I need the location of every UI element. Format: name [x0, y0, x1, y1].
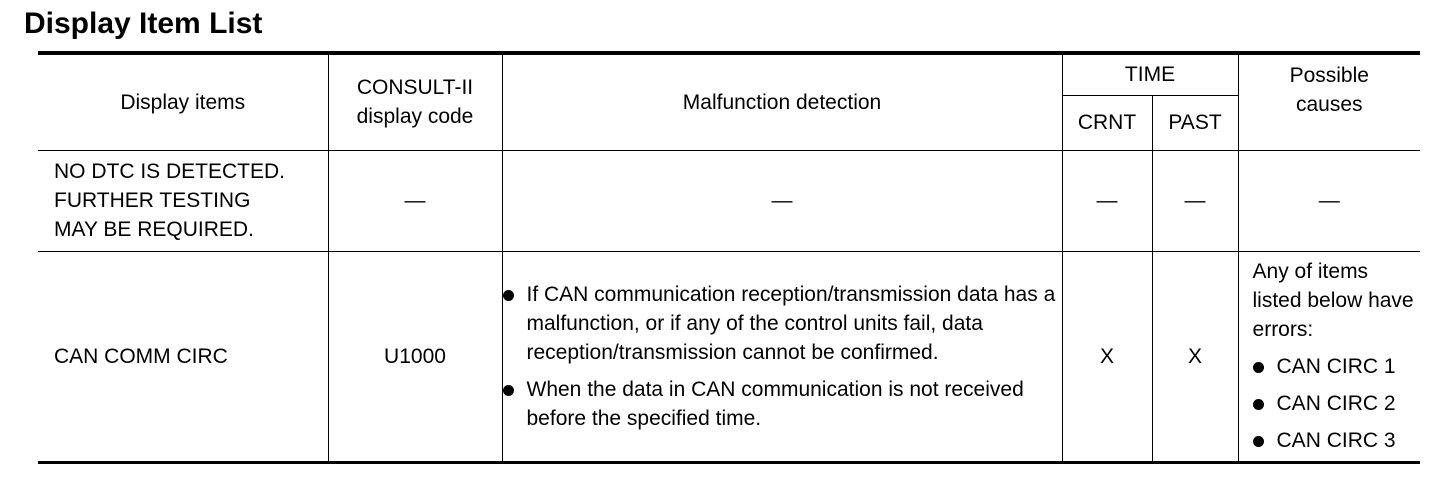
page-title: Display Item List	[24, 7, 263, 40]
header-causes-line1: Possible	[1289, 64, 1369, 87]
malfunction-list: If CAN communication reception/transmiss…	[502, 280, 1062, 433]
cell-malfunction: If CAN communication reception/transmiss…	[501, 251, 1063, 464]
display-item-line: MAY BE REQUIRED.	[54, 218, 254, 241]
display-item-line: NO DTC IS DETECTED.	[54, 160, 286, 183]
header-display-items: Display items	[38, 51, 329, 151]
malfunction-item: When the data in CAN communication is no…	[502, 375, 1062, 433]
cell-code: —	[327, 150, 503, 252]
header-consult-line2: display code	[356, 105, 474, 129]
cell-past: X	[1151, 251, 1239, 464]
header-consult-line1: CONSULT-II	[356, 76, 474, 100]
cell-past: —	[1151, 150, 1239, 252]
cell-display-item: NO DTC IS DETECTED. FURTHER TESTING MAY …	[38, 150, 329, 252]
causes-list: CAN CIRC 1 CAN CIRC 2 CAN CIRC 3	[1252, 352, 1415, 455]
header-causes-line2: causes	[1295, 93, 1363, 116]
cell-malfunction: —	[501, 150, 1063, 252]
cause-item: CAN CIRC 2	[1252, 389, 1415, 418]
cause-item: CAN CIRC 3	[1252, 426, 1415, 455]
table-row: CAN COMM CIRC U1000 If CAN communication…	[38, 251, 1421, 464]
header-crnt: CRNT	[1062, 95, 1153, 151]
cause-item: CAN CIRC 1	[1252, 352, 1415, 381]
cell-causes: Any of items listed below have errors: C…	[1237, 251, 1421, 464]
header-time: TIME	[1061, 51, 1239, 96]
cell-display-item: CAN COMM CIRC	[38, 251, 329, 464]
cell-crnt: —	[1061, 150, 1153, 252]
display-item-table: Display items CONSULT-II display code Ma…	[38, 51, 1421, 464]
header-past: PAST	[1151, 95, 1239, 151]
header-malfunction-detection: Malfunction detection	[501, 51, 1063, 151]
cell-code: U1000	[327, 251, 503, 464]
malfunction-item: If CAN communication reception/transmiss…	[502, 280, 1062, 367]
header-possible-causes: Possible causes	[1237, 51, 1421, 151]
cell-crnt: X	[1061, 251, 1153, 464]
cell-causes: —	[1237, 150, 1421, 252]
causes-intro: Any of items listed below have errors:	[1252, 260, 1414, 341]
display-item-line: FURTHER TESTING	[54, 189, 251, 212]
table-row: NO DTC IS DETECTED. FURTHER TESTING MAY …	[38, 150, 1421, 252]
header-consult-code: CONSULT-II display code	[327, 51, 503, 151]
